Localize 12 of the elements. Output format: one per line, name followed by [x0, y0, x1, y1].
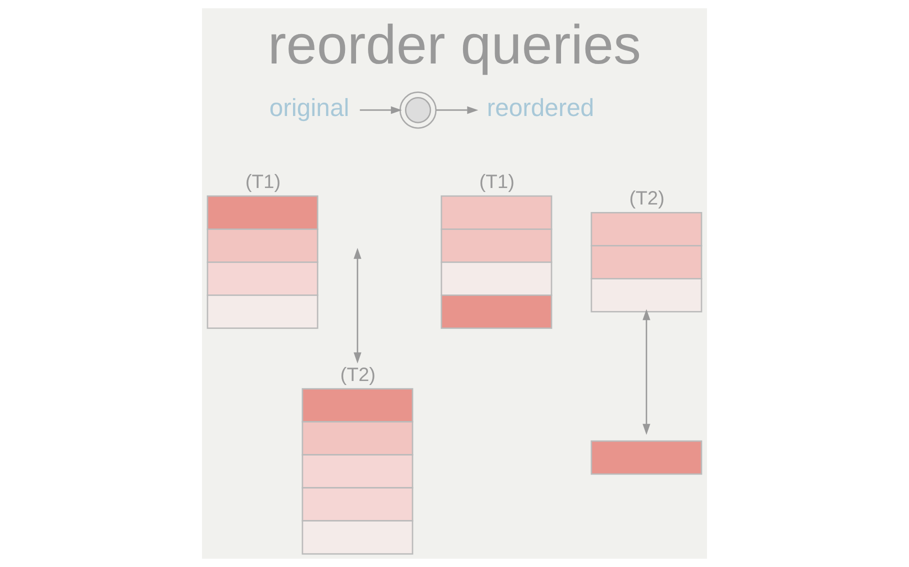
arrow	[642, 309, 650, 435]
arrow	[436, 106, 478, 114]
arrow	[354, 248, 362, 364]
node-text: original	[269, 95, 350, 122]
node-label: (T2)	[629, 188, 665, 210]
node-label: (T2)	[340, 364, 376, 386]
node-text: reordered	[486, 95, 594, 122]
node-label: (T1)	[479, 172, 515, 194]
diagram-title: reorder queries	[268, 13, 642, 76]
arrow	[360, 106, 402, 114]
node-picture	[399, 92, 437, 129]
node-label: (T1)	[245, 172, 281, 194]
